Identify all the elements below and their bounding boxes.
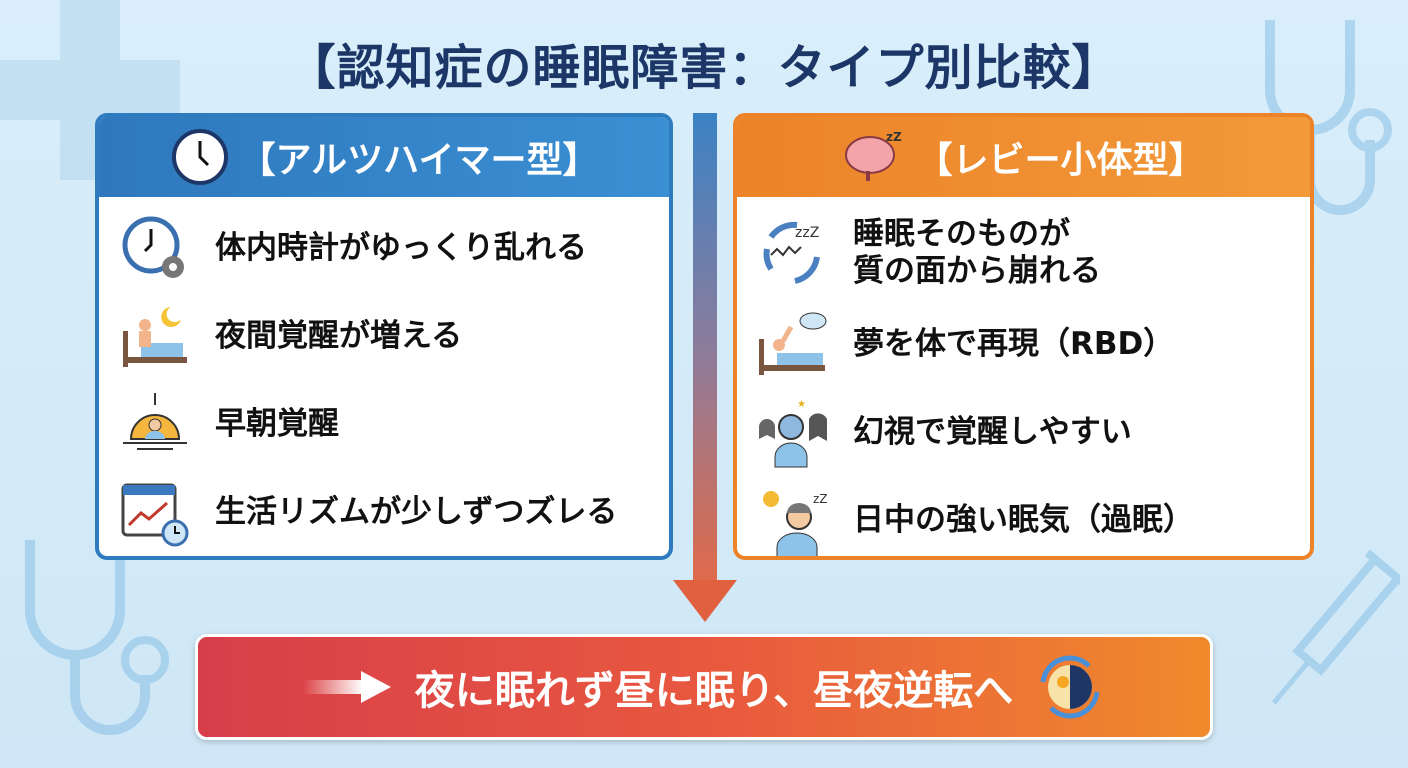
list-item: 早朝覚醒	[117, 381, 651, 469]
item-text: 幻視で覚醒しやすい	[853, 414, 1132, 451]
item-text: 早朝覚醒	[215, 406, 339, 443]
item-text: 体内時計がゆっくり乱れる	[215, 230, 587, 267]
calendar-trend-clock-icon	[117, 477, 193, 549]
syringe-decoration-icon	[1272, 549, 1400, 705]
svg-text:zZ: zZ	[886, 130, 902, 144]
bed-awake-moon-icon	[117, 301, 193, 373]
clock-gear-icon	[117, 213, 193, 285]
sunrise-person-icon	[117, 389, 193, 461]
svg-text:★: ★	[797, 399, 806, 410]
item-text: 夢を体で再現（RBD）	[853, 326, 1175, 363]
alzheimer-card: 【アルツハイマー型】 体内時計がゆっくり乱れる 夜間覚醒が増える 早朝覚醒 生活…	[95, 113, 673, 560]
list-item: zZ 日中の強い眠気（過眠）	[755, 477, 1292, 556]
alzheimer-card-header: 【アルツハイマー型】	[99, 117, 669, 197]
lewy-heading: 【レビー小体型】	[916, 140, 1205, 181]
list-item: zzZ 睡眠そのものが質の面から崩れる	[755, 205, 1292, 301]
clock-icon	[171, 129, 228, 185]
day-night-cycle-icon	[1040, 655, 1100, 719]
item-text: 生活リズムが少しずつズレる	[215, 494, 618, 531]
daytime-sleepy-person-icon: zZ	[755, 485, 831, 556]
right-arrow-icon	[302, 671, 391, 703]
conclusion-text: 夜に眠れず昼に眠り、昼夜逆転へ	[414, 668, 1014, 714]
item-text: 日中の強い眠気（過眠）	[853, 502, 1194, 539]
list-item: 生活リズムが少しずつズレる	[117, 469, 651, 556]
disrupted-sleep-cycle-icon: zzZ	[755, 217, 831, 289]
flow-arrow-shaft	[693, 113, 717, 583]
item-text-line1: 睡眠そのものが	[853, 215, 1070, 252]
conclusion-banner: 夜に眠れず昼に眠り、昼夜逆転へ	[195, 634, 1213, 740]
dream-acting-bed-icon	[755, 309, 831, 381]
lewy-card-header: zZ 【レビー小体型】	[737, 117, 1310, 197]
list-item: 夢を体で再現（RBD）	[755, 301, 1292, 389]
lewy-body-card: zZ 【レビー小体型】 zzZ 睡眠そのものが質の面から崩れる 夢を体で再現（R…	[733, 113, 1314, 560]
brain-sleep-icon: zZ	[845, 130, 902, 181]
item-text-line2: 質の面から崩れる	[853, 253, 1101, 289]
flow-arrow-head-icon	[673, 580, 737, 622]
item-text: 夜間覚醒が増える	[215, 318, 463, 355]
svg-text:zZ: zZ	[813, 492, 828, 506]
list-item: 夜間覚醒が増える	[117, 293, 651, 381]
hallucination-ghosts-icon: ★	[755, 397, 831, 469]
page-title: 【認知症の睡眠障害：タイプ別比較】	[287, 40, 1121, 96]
stethoscope-decoration-icon	[25, 540, 169, 735]
list-item: 体内時計がゆっくり乱れる	[117, 205, 651, 293]
list-item: ★ 幻視で覚醒しやすい	[755, 389, 1292, 477]
alzheimer-heading: 【アルツハイマー型】	[239, 140, 599, 181]
svg-text:zzZ: zzZ	[795, 225, 819, 241]
